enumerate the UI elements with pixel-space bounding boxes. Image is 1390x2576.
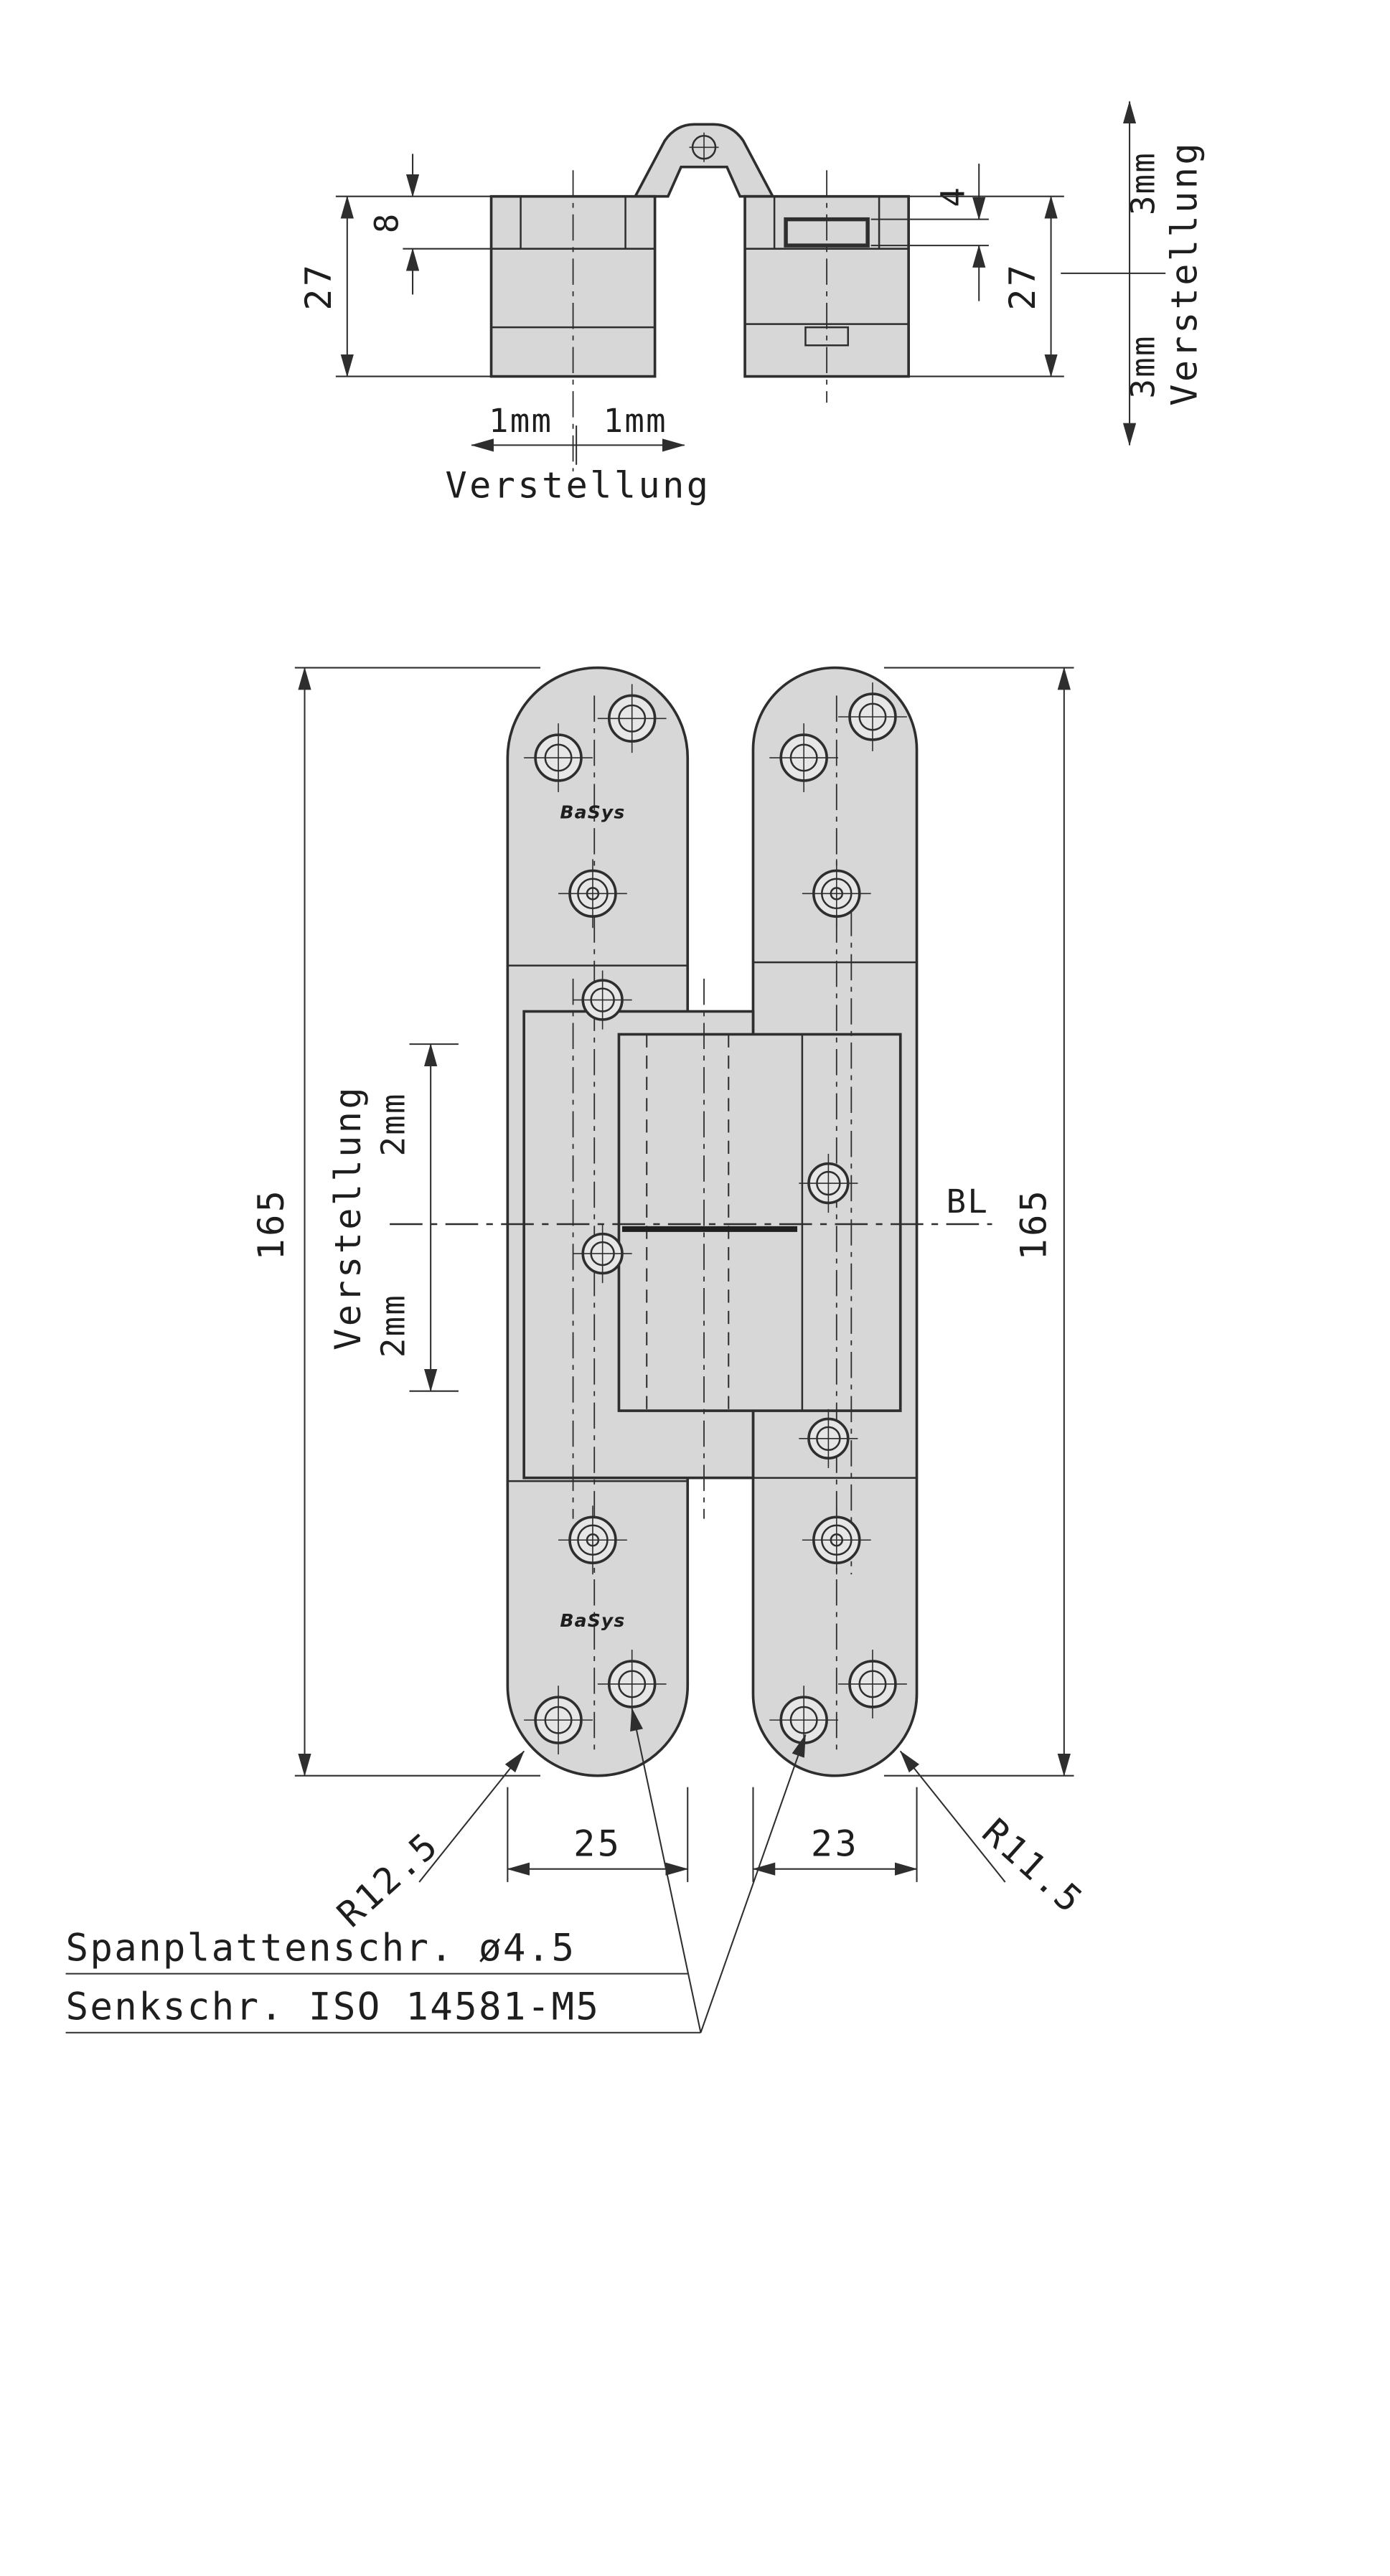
note-countersunk-screw: Senkschr. ISO 14581-M5 — [66, 1985, 601, 2029]
dim-3mm-down-label: 3mm — [1124, 334, 1162, 398]
note-chipboard-screw: Spanplattenschr. ø4.5 — [66, 1926, 576, 1970]
dim-horizontal-adjust: 1mm 1mm Verstellung — [446, 402, 711, 506]
dim-2mm-up-label: 2mm — [375, 1092, 413, 1156]
verstellung-mid-label: Verstellung — [327, 1085, 369, 1350]
dim-27-left: 27 — [297, 195, 492, 377]
dim-165-left-label: 165 — [250, 1188, 292, 1261]
dim-25-label: 25 — [573, 1822, 621, 1864]
dim-1mm-right-label: 1mm — [604, 402, 667, 440]
front-view: BL BaSys BaSys — [250, 666, 1092, 1935]
verstellung-bottom-label: Verstellung — [446, 464, 711, 506]
dim-mid-adjust: Verstellung 2mm 2mm — [327, 1043, 459, 1392]
dim-27-left-label: 27 — [297, 263, 339, 311]
dim-3mm-up-label: 3mm — [1124, 151, 1162, 215]
dim-8-label: 8 — [368, 212, 406, 233]
dim-165-right-label: 165 — [1013, 1188, 1055, 1261]
dim-23: 23 — [752, 1787, 918, 1882]
center-body — [522, 1010, 902, 1480]
dim-r11-5: R11.5 — [899, 1750, 1092, 1922]
dim-vertical-adjust: 3mm 3mm Verstellung — [1061, 100, 1206, 446]
dim-r12-5: R12.5 — [329, 1750, 525, 1935]
verstellung-right-label: Verstellung — [1163, 141, 1206, 406]
dim-8: 8 — [368, 154, 492, 295]
dim-165-right: 165 — [883, 667, 1074, 1777]
dim-27-right-label: 27 — [1001, 263, 1043, 311]
dim-r12-5-label: R12.5 — [329, 1823, 446, 1935]
left-body-section — [489, 194, 657, 378]
top-view: 27 8 4 27 3mm 3mm — [297, 100, 1206, 506]
dim-165-left: 165 — [250, 667, 540, 1777]
dim-25: 25 — [507, 1787, 689, 1882]
dim-23-label: 23 — [811, 1822, 859, 1864]
brand-logo-bottom: BaSys — [560, 1610, 625, 1631]
dim-1mm-left-label: 1mm — [489, 402, 553, 440]
dim-27-right: 27 — [908, 195, 1064, 377]
dim-2mm-down-label: 2mm — [375, 1294, 413, 1358]
brand-logo-top: BaSys — [560, 802, 625, 822]
callout-notes: Spanplattenschr. ø4.5 Senkschr. ISO 1458… — [65, 1708, 807, 2034]
bl-label: BL — [947, 1183, 989, 1221]
